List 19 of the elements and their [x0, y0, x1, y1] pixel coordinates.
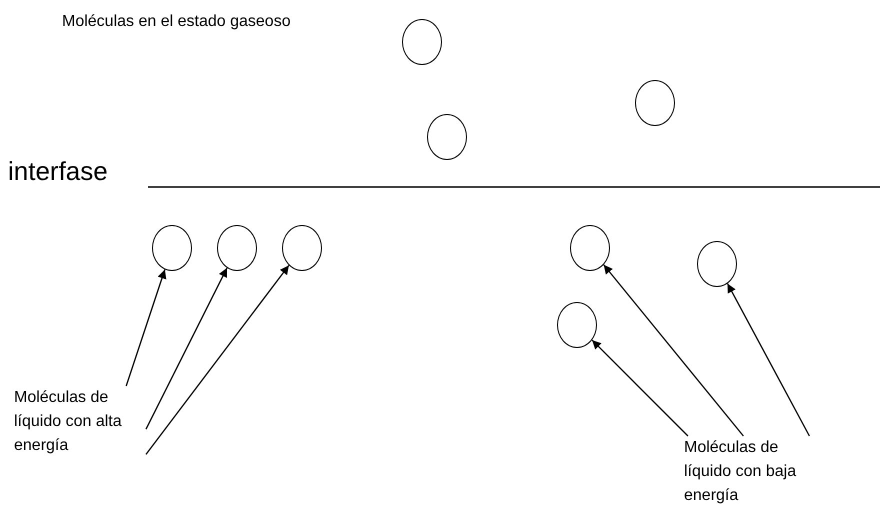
molecule-circle [402, 19, 442, 65]
molecule-circle [427, 114, 467, 160]
interface-label: interfase [8, 156, 109, 186]
molecule-circle [570, 225, 610, 271]
molecule-circle [557, 302, 597, 348]
molecule-circle [282, 225, 322, 271]
molecule-circle [635, 80, 675, 126]
arrow [726, 283, 810, 436]
arrow [145, 264, 290, 455]
molecule-circle [152, 225, 192, 271]
arrow [126, 269, 166, 386]
arrow [603, 264, 744, 436]
molecule-label: Moléculas de líquido con baja energía [684, 438, 798, 506]
arrow [592, 340, 688, 436]
molecule-label: Moléculas de líquido con alta energía [14, 388, 123, 456]
gas-molecules-label: Moléculas en el estado gaseoso [62, 12, 292, 32]
molecule-circle [217, 225, 257, 271]
arrow [145, 268, 228, 430]
molecule-circle [697, 241, 737, 287]
